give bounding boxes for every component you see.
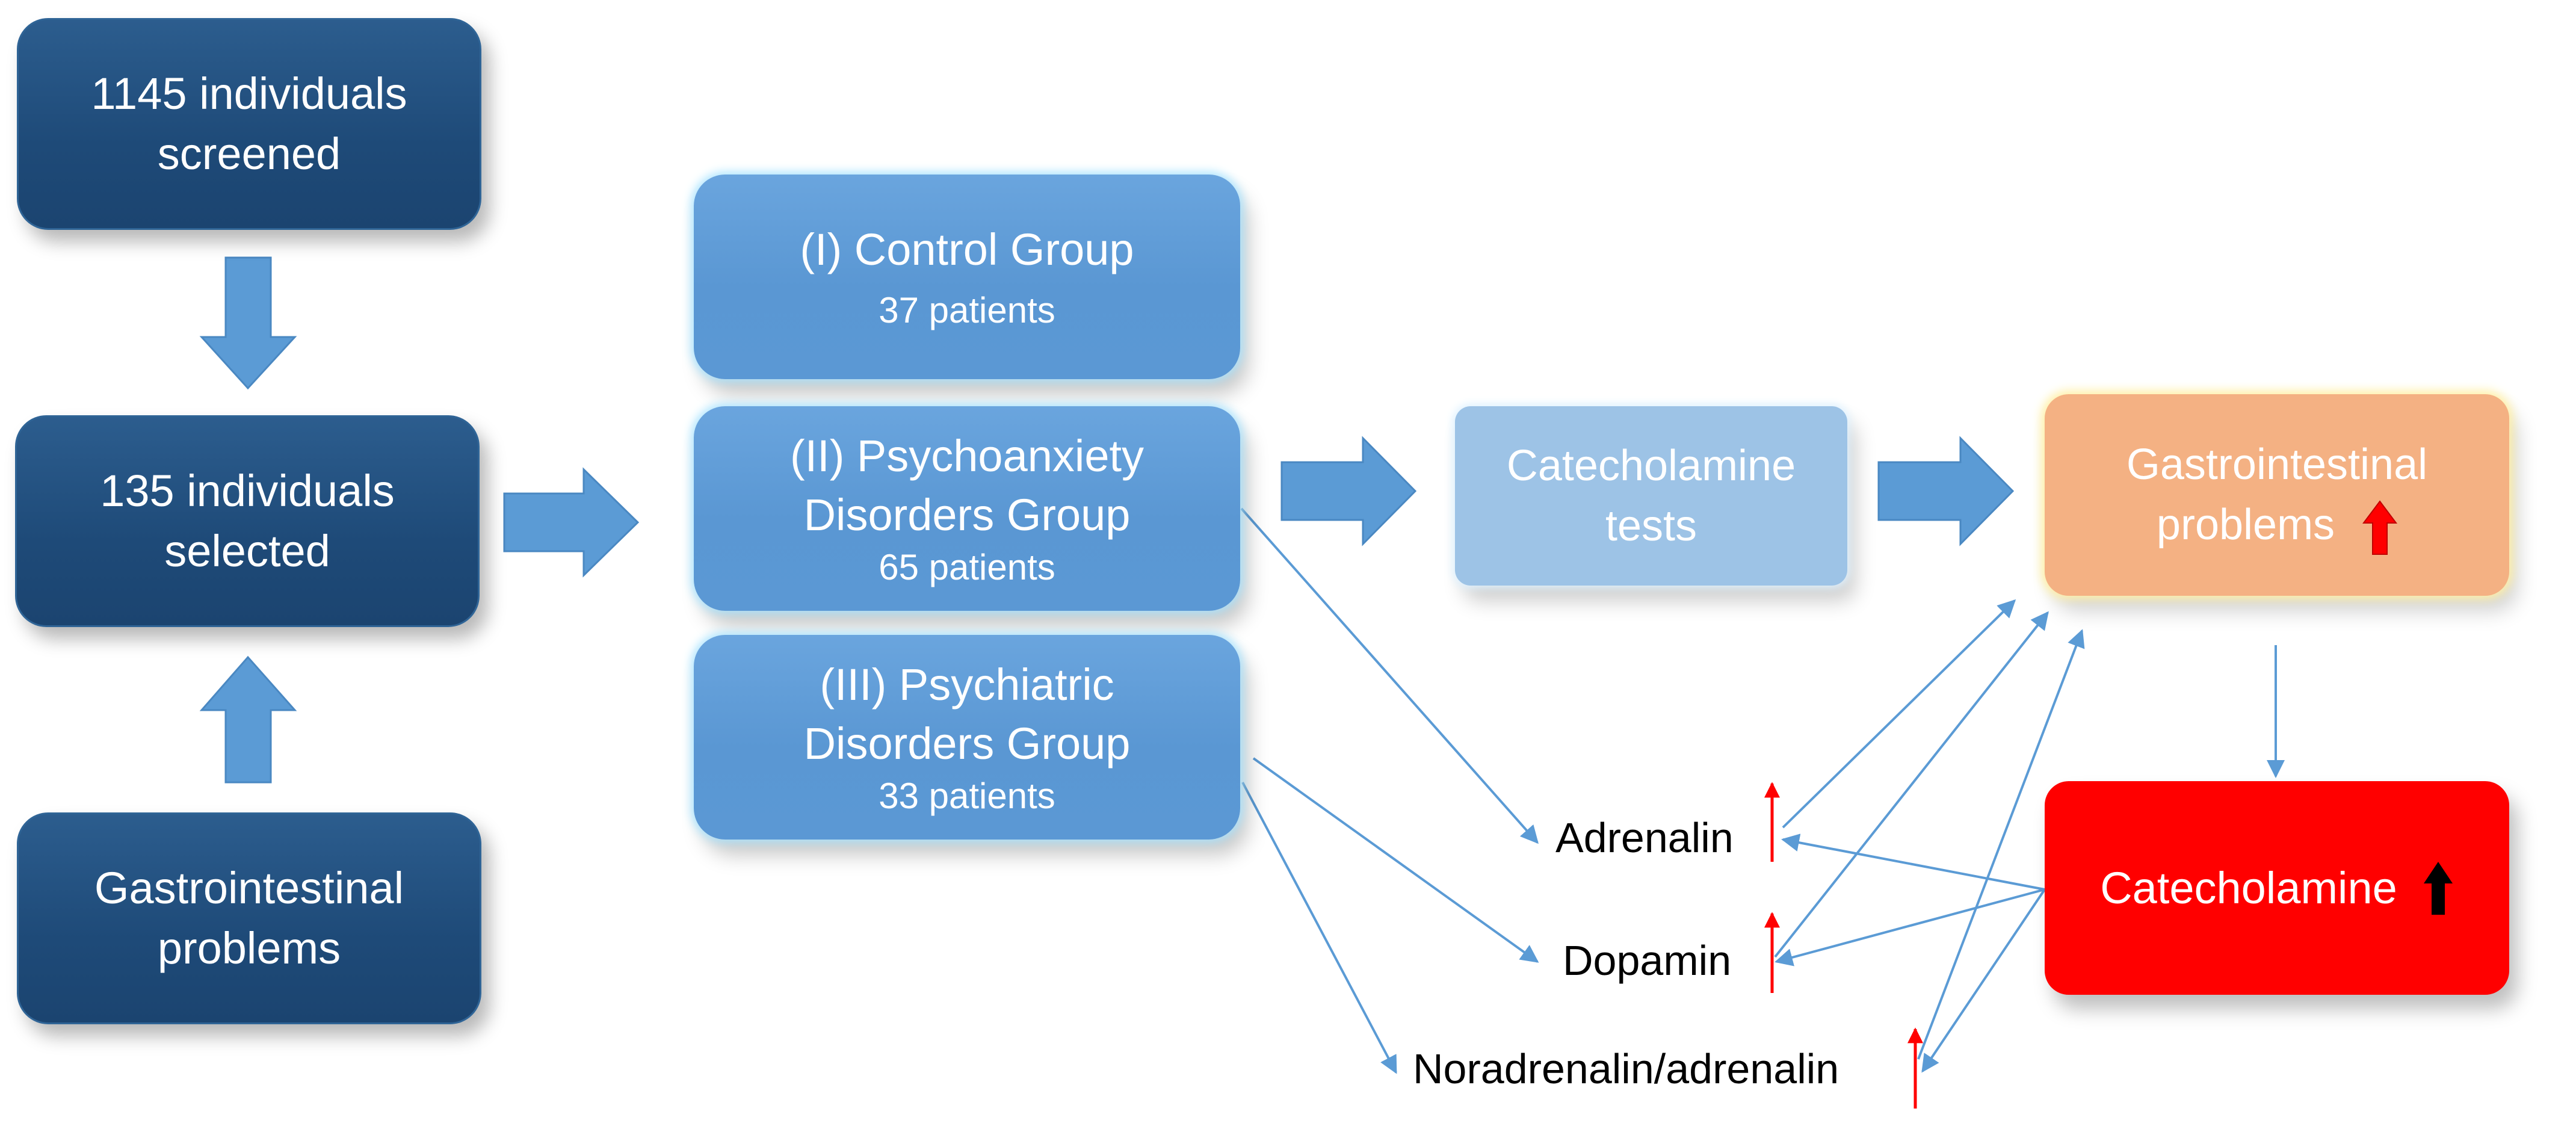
node-psychiatric-line2: Disorders Group: [803, 719, 1131, 769]
arrow-screened-to-selected: [199, 256, 297, 390]
connector-catecholamine-to-dopamin: [1774, 888, 2045, 967]
node-screened: 1145 individuals screened: [17, 18, 481, 230]
increase-arrows-hormones: [1764, 782, 1923, 1109]
connector-noradrenalin-to-gi: [1917, 629, 2085, 1060]
connector-adrenalin-to-gi: [1782, 599, 2016, 829]
arrow-tests-to-gi: [1877, 436, 2015, 546]
arrow-gi-to-selected: [199, 655, 297, 784]
node-selected: 135 individuals selected: [15, 415, 480, 627]
connector-catecholamine-to-adrenalin: [1781, 834, 2045, 891]
arrow-selected-to-groups: [503, 467, 640, 578]
node-psychoanxiety-line2: Disorders Group: [803, 490, 1131, 540]
node-screened-line2: screened: [157, 129, 341, 179]
node-gi-outcome-line2-wrap: problems: [2156, 495, 2398, 555]
node-catecholamine-label: Catecholamine: [2100, 862, 2397, 913]
node-gi-outcome-line2: problems: [2156, 501, 2335, 549]
label-dopamin: Dopamin: [1563, 937, 1732, 984]
node-psychoanxiety-group: (II) Psychoanxiety Disorders Group 65 pa…: [694, 406, 1240, 611]
node-screened-line1: 1145 individuals: [91, 69, 407, 119]
node-gi-source-line1: Gastrointestinal: [94, 863, 404, 913]
node-tests-line1: Catecholamine: [1506, 442, 1796, 490]
connector-psychoanxiety-to-adrenalin: [1240, 507, 1539, 844]
node-psychiatric-line1: (III) Psychiatric: [820, 660, 1114, 710]
node-selected-line2: selected: [164, 526, 330, 576]
up-arrow-icon: [2362, 500, 2398, 555]
node-tests-line2: tests: [1605, 502, 1697, 550]
arrow-groups-to-tests: [1280, 436, 1417, 546]
node-selected-line1: 135 individuals: [100, 466, 395, 516]
node-control-line1: (I) Control Group: [800, 224, 1134, 274]
node-catecholamine-row: Catecholamine: [2100, 858, 2454, 918]
label-adrenalin: Adrenalin: [1555, 814, 1734, 861]
connector-psychiatric-to-dopamin: [1252, 757, 1539, 963]
node-control-count: 37 patients: [879, 290, 1055, 330]
node-gi-source-line2: problems: [157, 923, 341, 973]
label-noradrenalin: Noradrenalin/adrenalin: [1413, 1045, 1839, 1092]
node-catecholamine-tests: Catecholamine tests: [1455, 406, 1847, 586]
node-psychoanxiety-count: 65 patients: [879, 547, 1055, 587]
node-gi-outcome: Gastrointestinal problems: [2045, 394, 2509, 596]
up-arrow-icon: [2423, 861, 2453, 915]
node-psychoanxiety-line1: (II) Psychoanxiety: [789, 431, 1144, 481]
connector-psychiatric-to-noradrenalin: [1241, 782, 1397, 1074]
connector-catecholamine-to-noradrenalin: [1921, 888, 2046, 1073]
node-gi-outcome-line1: Gastrointestinal: [2126, 441, 2428, 489]
node-psychiatric-count: 33 patients: [879, 776, 1055, 816]
node-gi-source: Gastrointestinal problems: [17, 812, 481, 1024]
node-psychiatric-group: (III) Psychiatric Disorders Group 33 pat…: [694, 635, 1240, 840]
connector-dopamin-to-gi: [1774, 611, 2049, 958]
node-control-group: (I) Control Group 37 patients: [694, 175, 1240, 379]
node-catecholamine: Catecholamine: [2045, 781, 2509, 995]
